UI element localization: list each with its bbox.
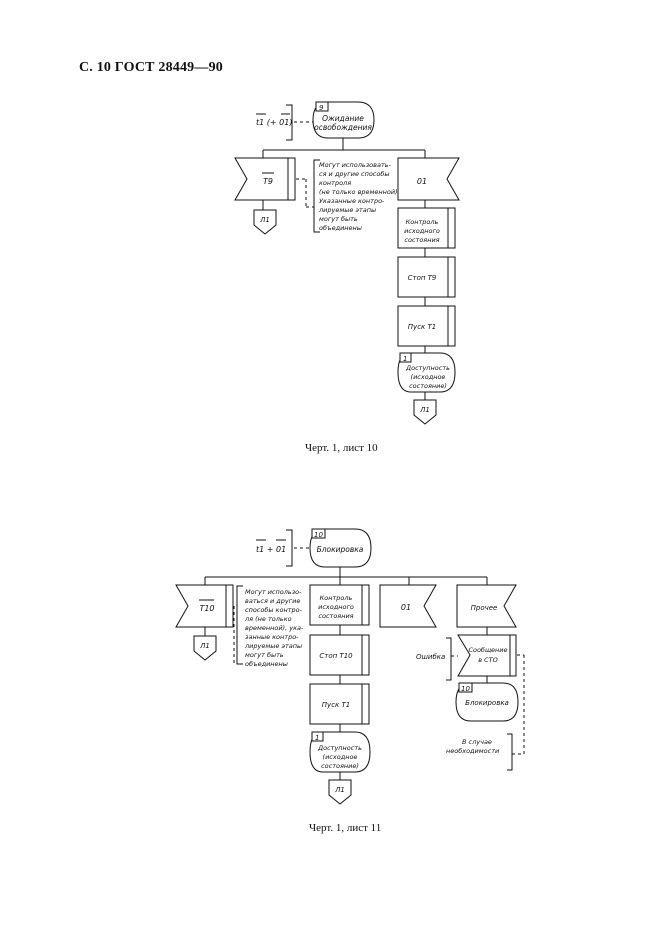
c2-input-signal	[379, 584, 437, 628]
c1-note-6: лируемые этапы	[318, 206, 376, 214]
c1-task-check-1: Контроль	[406, 218, 439, 226]
c1-connector-bottom	[413, 399, 437, 425]
c1-note-bracket	[313, 159, 320, 233]
c2-task-start-label: Пуск Т1	[322, 701, 350, 709]
c1-next-state-number: 1	[403, 355, 407, 363]
c2-connector-bottom	[328, 779, 352, 805]
c2-output-message-1: Сообщение	[468, 646, 507, 654]
c2-note-9: объединены	[245, 660, 288, 668]
c1-next-state	[397, 352, 456, 393]
c2-connector-bottom-label: Л1	[334, 786, 345, 794]
c2-task-check-1: Контроль	[320, 594, 353, 602]
c1-connector-bottom-label: Л1	[419, 406, 430, 414]
c2-note-4: ля (не только	[244, 615, 292, 623]
c2-task-stop	[309, 634, 370, 676]
c2-note-3: способы контро-	[245, 606, 303, 614]
c2-input-signal-label: 01	[401, 603, 411, 612]
c2-note-6: занные контро-	[245, 633, 299, 641]
c2-output-message-2: в СТО	[478, 656, 498, 664]
c1-input-signal	[397, 157, 460, 201]
c1-note-3: контроля	[319, 179, 351, 187]
c1-input-timer	[234, 157, 296, 201]
c2-next-state-number: 1	[315, 734, 319, 742]
c2-note-8: могут быть	[245, 651, 284, 659]
c2-note-5: временной), ука-	[245, 624, 304, 632]
c2-next-state-3: состояние)	[321, 762, 359, 770]
c2-side-state-label: Блокировка	[465, 699, 509, 707]
c2-note-bracket	[236, 585, 243, 665]
c1-connector-left-label: Л1	[259, 216, 270, 224]
c1-note-8: объединены	[319, 224, 362, 232]
c1-task-check-2: исходного	[404, 227, 440, 235]
c2-error-label: Ошибка	[416, 653, 445, 661]
caption-sheet-10: Черт. 1, лист 10	[305, 442, 378, 454]
c2-input-timer-label: T10	[199, 604, 214, 613]
c2-state-label: Блокировка	[317, 545, 364, 554]
c1-next-state-1: Доступность	[405, 364, 450, 372]
c2-task-stop-label: Стоп Т10	[319, 652, 353, 660]
c2-connector-left	[193, 635, 217, 661]
c2-connector-left-label: Л1	[199, 642, 210, 650]
c2-next-state-2: (исходное	[323, 753, 358, 761]
c2-task-check-2: исходного	[318, 603, 354, 611]
c2-input-other-label: Прочее	[471, 604, 498, 612]
c2-condition-bracket	[286, 529, 293, 567]
c2-next-state	[309, 731, 371, 773]
c1-state-number-box	[315, 101, 329, 112]
c1-input-timer-label: T9	[263, 177, 273, 186]
c2-state-number: 10	[314, 531, 323, 539]
c1-next-state-3: состояние)	[409, 382, 447, 390]
c2-error-bracket	[446, 637, 452, 681]
c1-condition: t1 (+ 01)	[256, 118, 292, 127]
c2-if-needed-bracket	[507, 733, 513, 771]
c2-next-state-1: Доступность	[317, 744, 362, 752]
c1-note-2: ся и другие способы	[319, 170, 390, 178]
c2-if-needed-2: необходимости	[446, 747, 499, 755]
caption-sheet-11: Черт. 1, лист 11	[309, 822, 382, 834]
c2-note-2: ваться и другие	[245, 597, 300, 605]
c1-task-start-label: Пуск Т1	[408, 323, 436, 331]
c1-state-label-2: освобождения	[314, 123, 372, 132]
c1-task-check-3: состояния	[404, 236, 439, 244]
c1-note-1: Могут использовать-	[319, 161, 392, 169]
c1-task-stop-label: Стоп Т9	[408, 274, 437, 282]
c2-note-1: Могут использо-	[245, 588, 302, 596]
c1-task-start	[397, 305, 456, 347]
c2-task-start	[309, 683, 370, 725]
c1-state-label-1: Ожидание	[322, 114, 364, 123]
c1-next-state-number-box	[399, 352, 412, 363]
c2-task-check	[309, 584, 370, 626]
c2-condition: t1 + 01	[256, 545, 286, 554]
c2-state-number-box	[311, 528, 326, 539]
c1-next-state-2: (исходное	[411, 373, 446, 381]
c2-side-state-number: 10	[461, 685, 470, 693]
c1-input-signal-label: 01	[417, 177, 427, 186]
c1-connector-left	[253, 209, 277, 235]
chart-sheet-11: t1 + 01 10 Блокировка T10 Л1 Могут испол…	[175, 528, 525, 805]
c2-next-state-number-box	[311, 731, 324, 742]
chart-sheet-10: t1 (+ 01) 9 Ожидание освобождения T9 Л1 …	[234, 101, 460, 425]
c1-task-check	[397, 207, 456, 249]
c2-if-needed-1: В случае	[462, 738, 492, 746]
c2-side-state-number-box	[458, 682, 473, 693]
c1-note-5: Указанные контро-	[319, 197, 385, 205]
c1-state-number: 9	[319, 104, 324, 112]
c1-task-stop	[397, 256, 456, 298]
c2-task-check-3: состояния	[318, 612, 353, 620]
page-header: С. 10 ГОСТ 28449—90	[79, 60, 223, 75]
c1-condition-bracket	[286, 104, 293, 141]
c2-note-7: лируемые этапы	[244, 642, 302, 650]
c1-note-7: могут быть	[319, 215, 358, 223]
c2-input-other	[456, 584, 517, 628]
c1-note-4: (не только временной)	[319, 188, 398, 196]
